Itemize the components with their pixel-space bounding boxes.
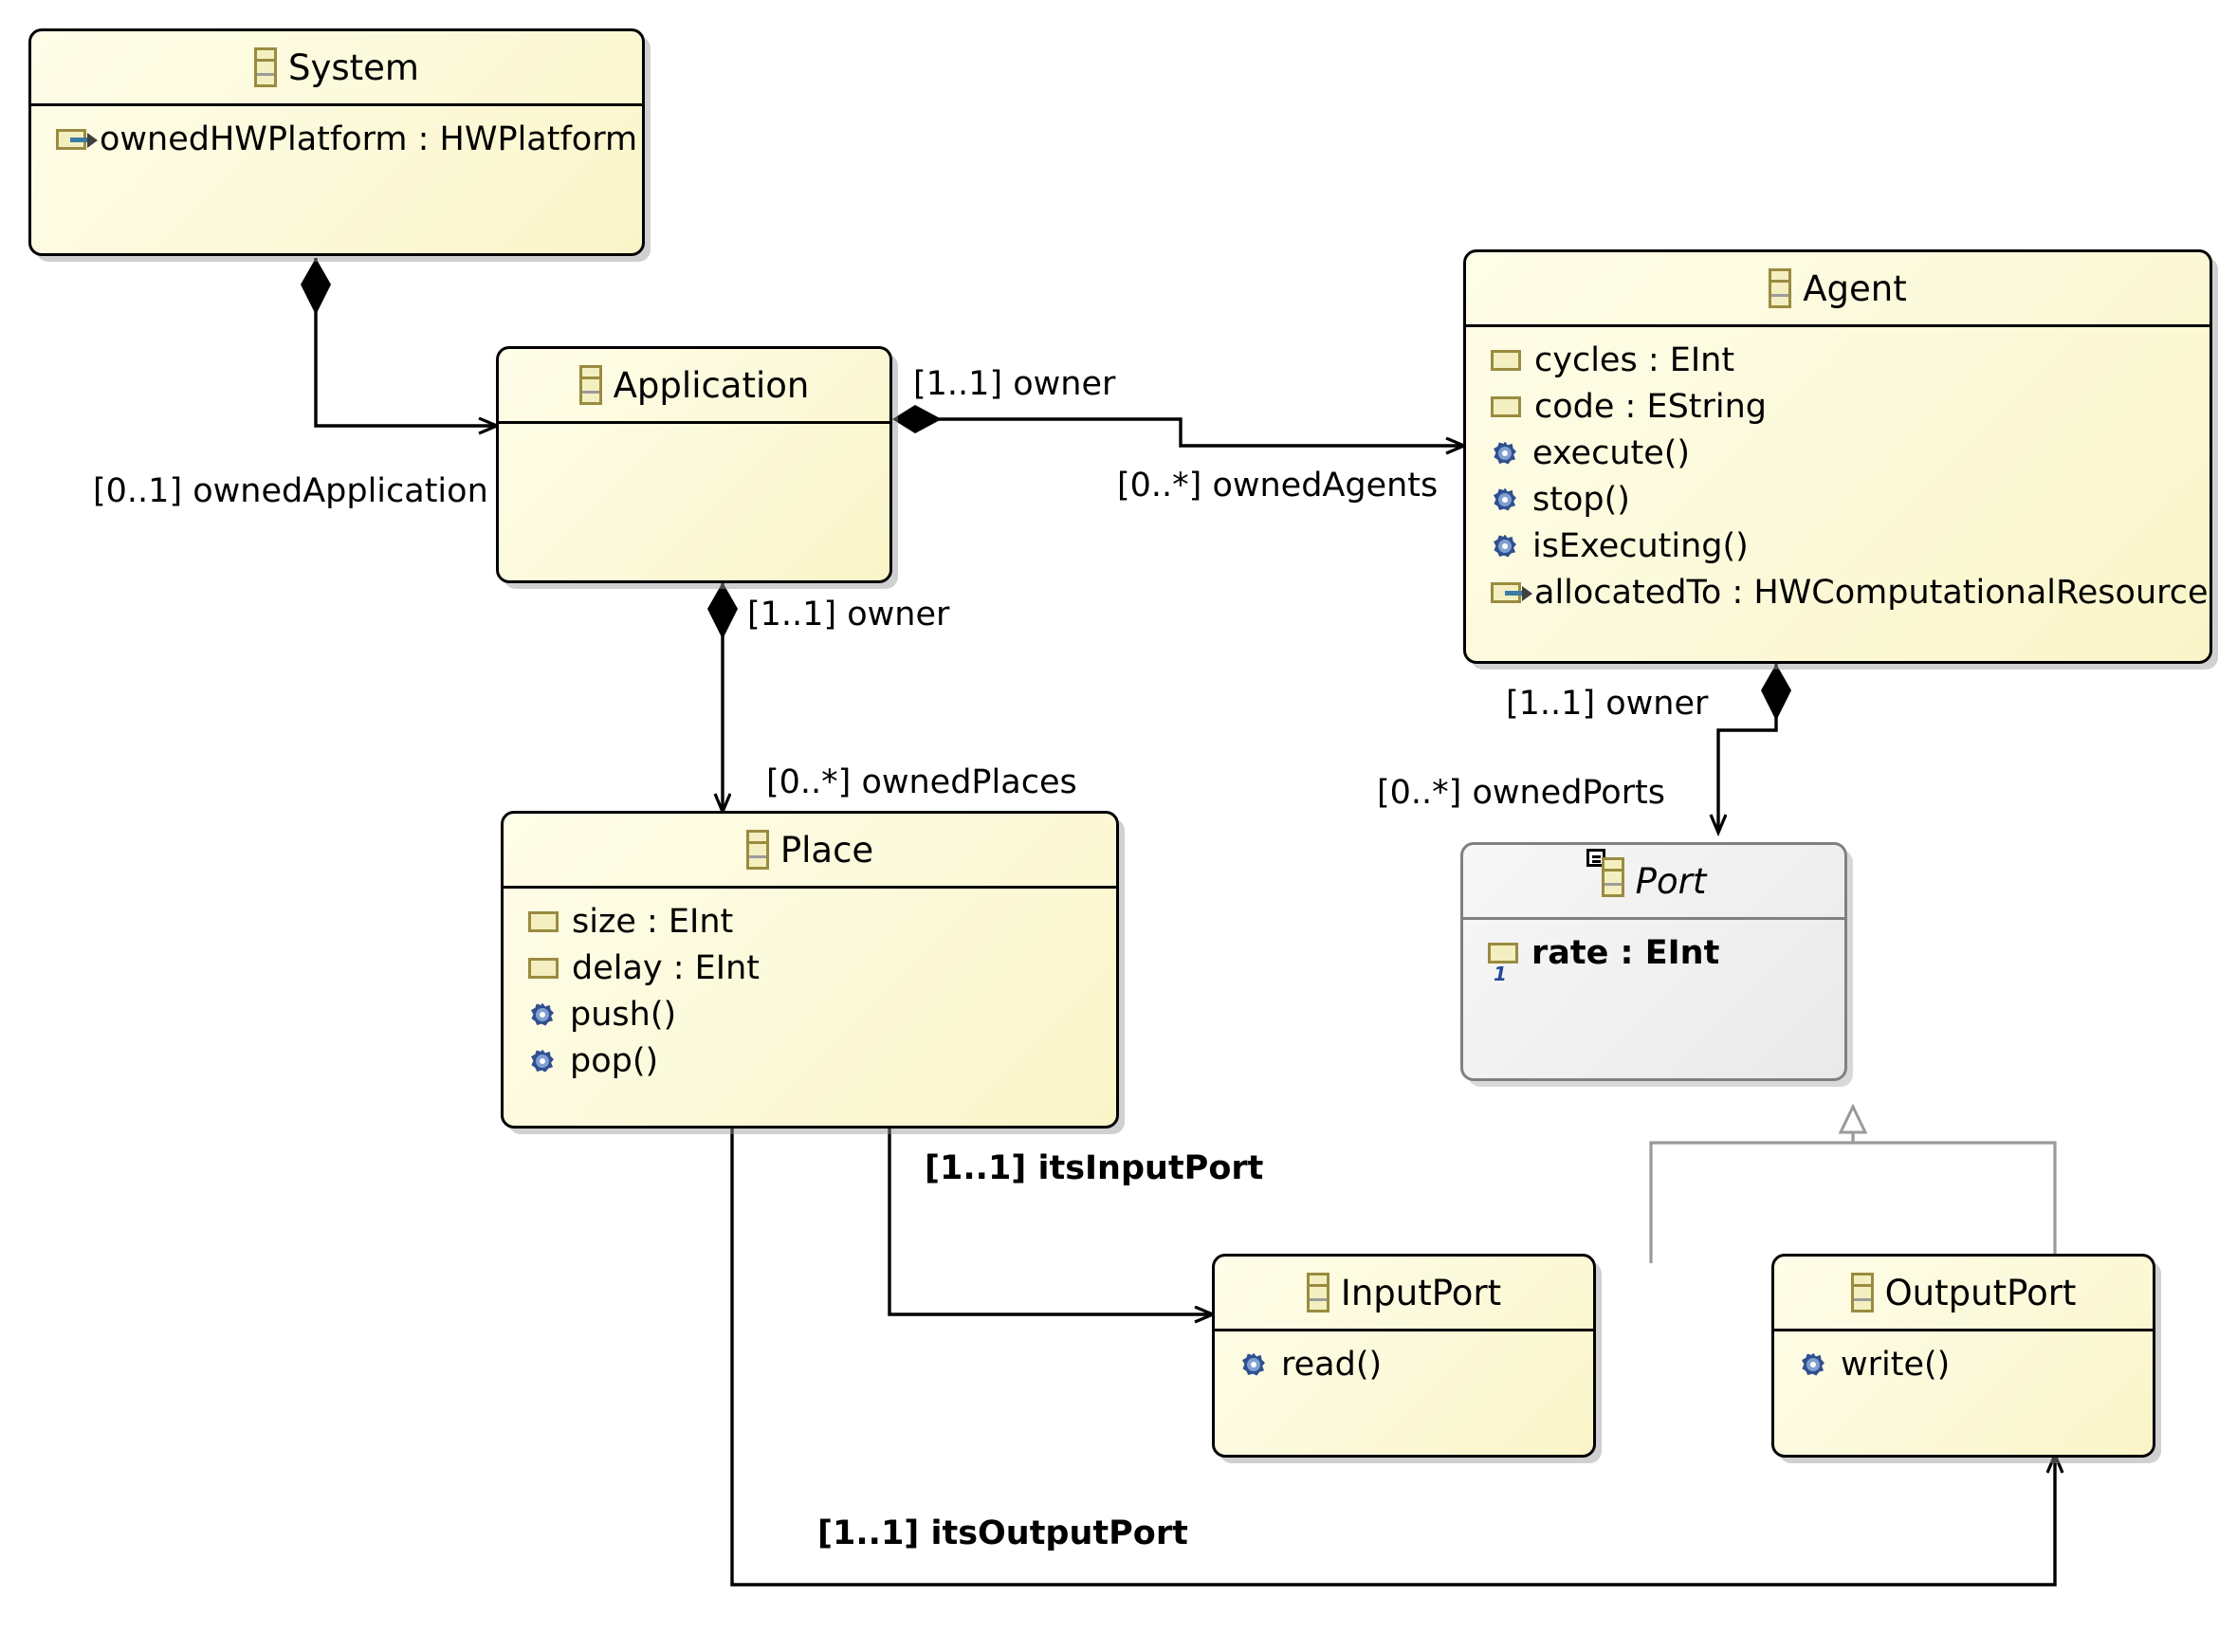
class-separator xyxy=(1466,324,2209,327)
feature-row[interactable]: isExecuting() xyxy=(1466,523,2209,569)
class-separator xyxy=(499,421,889,424)
edge-label-owner-application-place: [1..1] owner xyxy=(747,596,950,633)
eoperation-icon xyxy=(1799,1350,1827,1379)
class-header-application: Application xyxy=(499,349,889,421)
eoperation-icon xyxy=(1239,1350,1268,1379)
feature-row[interactable]: 1 rate : EInt xyxy=(1463,929,1844,983)
class-header-system: System xyxy=(31,31,642,103)
class-box-agent[interactable]: Agent cycles : EInt code : EString execu… xyxy=(1463,249,2212,664)
feature-label: stop() xyxy=(1532,480,1630,519)
class-features-inputport: read() xyxy=(1215,1331,1593,1387)
edge-agent-owns-port xyxy=(1718,664,1791,832)
class-header-port: Port xyxy=(1463,845,1844,917)
class-box-system[interactable]: System ownedHWPlatform : HWPlatform xyxy=(28,28,645,256)
edge-system-owns-application xyxy=(301,258,496,426)
eattribute-icon xyxy=(1491,395,1521,417)
edge-label-owner-agent-port: [1..1] owner xyxy=(1506,685,1709,723)
uml-class-icon xyxy=(745,830,769,870)
feature-label: code : EString xyxy=(1534,387,1768,426)
feature-row[interactable]: write() xyxy=(1774,1341,2153,1387)
feature-label: isExecuting() xyxy=(1532,526,1749,565)
class-box-application[interactable]: Application xyxy=(496,346,892,583)
feature-label: read() xyxy=(1281,1345,1383,1384)
feature-label: size : EInt xyxy=(572,902,734,941)
eattribute-icon xyxy=(1491,349,1521,371)
uml-abstract-class-icon xyxy=(1586,848,1624,906)
eoperation-icon xyxy=(1491,486,1519,514)
feature-label: pop() xyxy=(570,1041,659,1080)
class-features-application xyxy=(499,424,889,433)
edge-label-ownedApplication: [0..1] ownedApplication xyxy=(93,472,488,510)
feature-label: push() xyxy=(570,995,677,1034)
eoperation-icon xyxy=(1491,439,1519,468)
eoperation-icon xyxy=(1491,532,1519,560)
feature-label: execute() xyxy=(1532,433,1691,472)
class-separator xyxy=(504,886,1116,889)
ereference-icon xyxy=(56,128,98,150)
feature-label: allocatedTo : HWComputationalResource xyxy=(1534,573,2209,612)
class-features-port: 1 rate : EInt xyxy=(1463,920,1844,983)
edge-application-owns-agent xyxy=(892,405,1463,446)
eoperation-icon xyxy=(528,1000,557,1029)
feature-label: write() xyxy=(1841,1345,1951,1384)
feature-row[interactable]: pop() xyxy=(504,1037,1116,1084)
class-separator xyxy=(31,103,642,106)
class-features-outputport: write() xyxy=(1774,1331,2153,1387)
class-header-agent: Agent xyxy=(1466,252,2209,324)
edge-application-owns-place xyxy=(707,582,738,811)
class-header-inputport: InputPort xyxy=(1215,1257,1593,1329)
class-header-place: Place xyxy=(504,814,1116,886)
class-features-place: size : EInt delay : EInt push() pop() xyxy=(504,889,1116,1084)
class-name-port: Port xyxy=(1635,860,1707,902)
class-box-port[interactable]: Port 1 rate : EInt xyxy=(1460,842,1847,1081)
class-box-place[interactable]: Place size : EInt delay : EInt push() po… xyxy=(501,811,1119,1129)
feature-row[interactable]: size : EInt xyxy=(504,898,1116,945)
edge-label-itsOutputPort: [1..1] itsOutputPort xyxy=(817,1514,1188,1552)
edge-label-owner-application-agent: [1..1] owner xyxy=(913,365,1116,403)
class-header-outputport: OutputPort xyxy=(1774,1257,2153,1329)
class-features-system: ownedHWPlatform : HWPlatform xyxy=(31,106,642,162)
feature-label: delay : EInt xyxy=(572,948,761,987)
uml-class-icon xyxy=(578,365,602,405)
class-name-outputport: OutputPort xyxy=(1884,1272,2077,1313)
eattribute-multiplicity-1-icon: 1 xyxy=(1488,942,1518,983)
ereference-icon xyxy=(1491,581,1532,603)
feature-label: rate : EInt xyxy=(1531,933,1720,972)
uml-class-icon xyxy=(254,47,277,87)
edge-label-itsInputPort: [1..1] itsInputPort xyxy=(925,1149,1264,1187)
feature-row[interactable]: execute() xyxy=(1466,430,2209,476)
feature-row[interactable]: push() xyxy=(504,991,1116,1037)
edge-generalization-ports xyxy=(1649,1106,2057,1263)
feature-row[interactable]: delay : EInt xyxy=(504,945,1116,991)
class-name-system: System xyxy=(288,46,419,88)
feature-label: ownedHWPlatform : HWPlatform xyxy=(100,119,638,158)
class-separator xyxy=(1774,1329,2153,1331)
edge-label-ownedAgents: [0..*] ownedAgents xyxy=(1117,467,1439,505)
uml-class-icon xyxy=(1306,1273,1329,1312)
feature-row[interactable]: cycles : EInt xyxy=(1466,337,2209,383)
class-features-agent: cycles : EInt code : EString execute() s… xyxy=(1466,327,2209,615)
feature-row[interactable]: allocatedTo : HWComputationalResource xyxy=(1466,569,2209,615)
class-name-place: Place xyxy=(779,829,874,871)
edge-label-ownedPorts: [0..*] ownedPorts xyxy=(1377,774,1666,812)
feature-row[interactable]: stop() xyxy=(1466,476,2209,523)
class-box-inputport[interactable]: InputPort read() xyxy=(1212,1254,1596,1458)
feature-label: cycles : EInt xyxy=(1534,340,1735,379)
feature-row[interactable]: ownedHWPlatform : HWPlatform xyxy=(31,116,642,162)
uml-class-icon xyxy=(1769,268,1792,308)
class-name-inputport: InputPort xyxy=(1340,1272,1502,1313)
feature-row[interactable]: read() xyxy=(1215,1341,1593,1387)
class-separator xyxy=(1215,1329,1593,1331)
feature-row[interactable]: code : EString xyxy=(1466,383,2209,430)
edge-label-ownedPlaces: [0..*] ownedPlaces xyxy=(766,763,1077,801)
class-box-outputport[interactable]: OutputPort write() xyxy=(1771,1254,2155,1458)
eattribute-icon xyxy=(528,910,559,932)
class-separator xyxy=(1463,917,1844,920)
uml-class-icon xyxy=(1850,1273,1874,1312)
uml-class-icon xyxy=(1601,856,1624,897)
eoperation-icon xyxy=(528,1047,557,1075)
eattribute-icon xyxy=(528,957,559,979)
class-name-application: Application xyxy=(613,364,810,406)
class-name-agent: Agent xyxy=(1803,267,1907,309)
